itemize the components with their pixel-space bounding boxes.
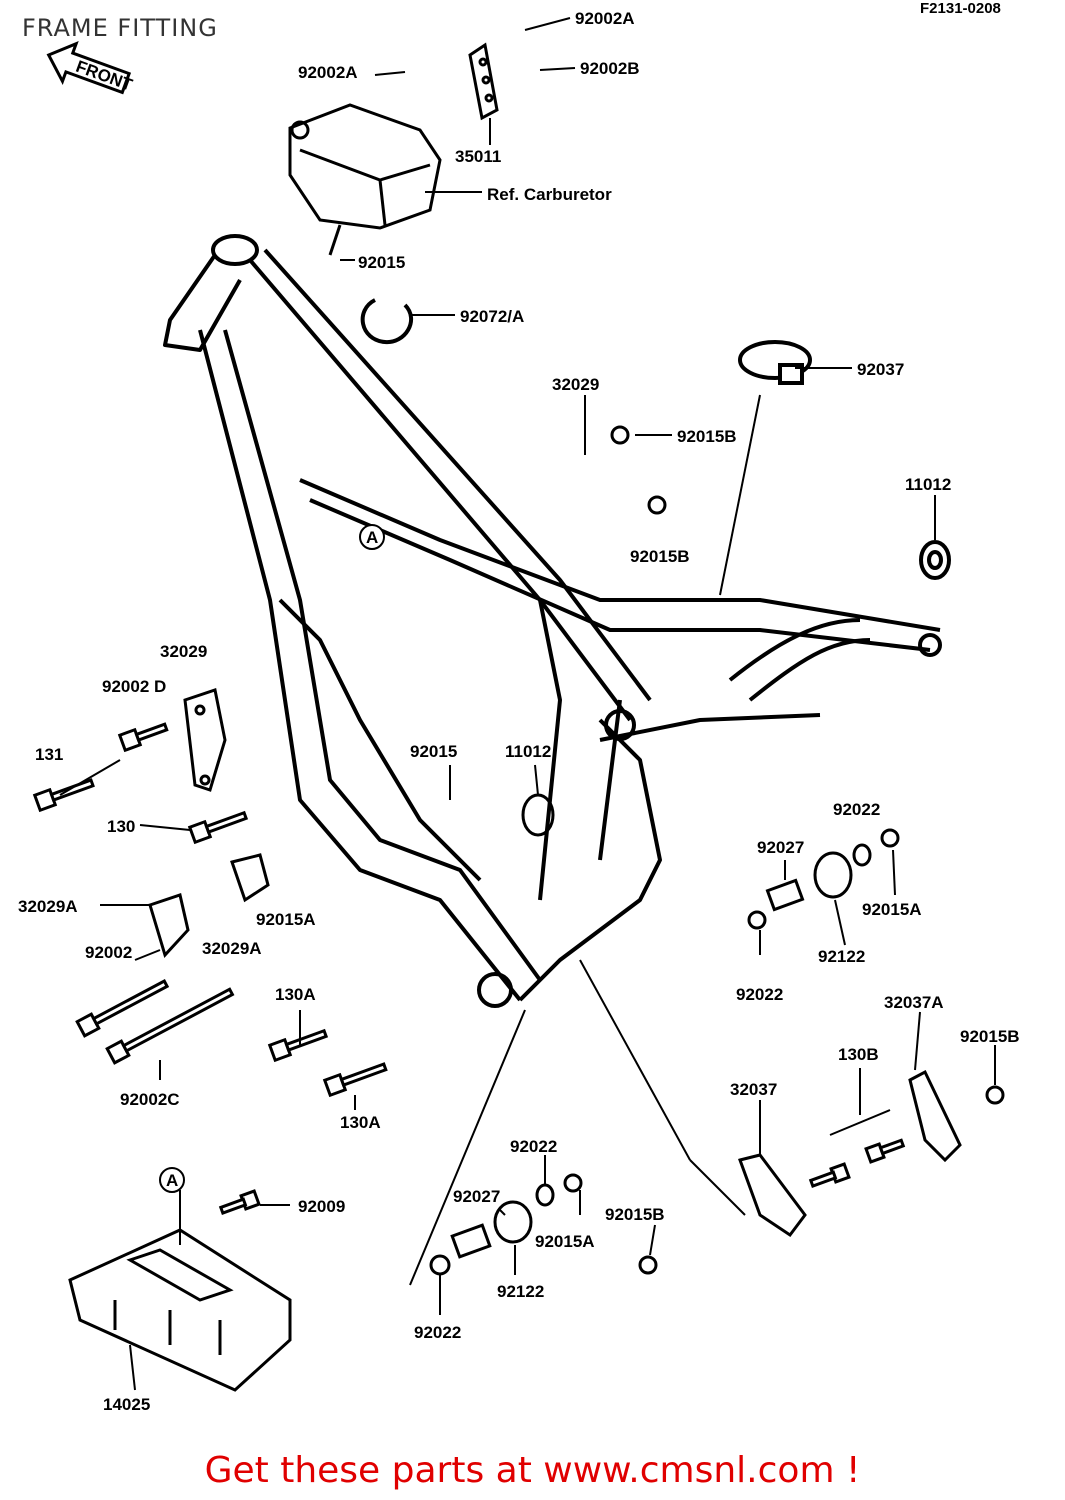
part-label: 130A [275,985,316,1004]
part-label: 92015B [960,1027,1020,1046]
part-label: 92122 [497,1282,544,1301]
part-label: 32029 [160,642,207,661]
bracket-32029A [148,853,270,958]
front-arrow: FRONT [46,41,136,95]
grommet-11012-right [919,540,951,580]
circle-marker-a-lower-label: A [166,1171,178,1190]
clamp-92072A [360,298,413,345]
part-label: 92072/A [460,307,524,326]
circle-marker-a-upper: A [359,524,385,550]
part-label: 92015 [358,253,405,272]
part-label: 92002 [85,943,132,962]
front-arrow-label: FRONT [73,57,135,95]
part-label: 92122 [818,947,865,966]
part-label: 92002A [298,63,358,82]
part-label: 35011 [455,147,501,166]
part-label: 92015 [410,742,457,761]
part-label: 92002 D [102,677,166,696]
part-label: 131 [35,745,63,764]
part-label: 11012 [905,475,951,494]
hardware-lower [218,1173,583,1276]
circle-marker-a-lower: A [159,1167,185,1193]
clamp-92037 [738,340,812,385]
bolts-left [32,722,388,1098]
part-label: 130B [838,1045,879,1064]
part-label: 32037A [884,993,944,1012]
bracket-35011 [468,42,499,121]
part-label: 92002B [580,59,640,78]
part-label: 92015B [605,1205,665,1224]
bracket-32037 [638,1069,1005,1275]
part-label: 32029A [18,897,78,916]
part-label: 130 [107,817,135,836]
page-title: FRAME FITTING [22,14,218,42]
circle-marker-a-upper-label: A [366,528,378,547]
part-label: 92002A [575,9,635,28]
part-label: 92015A [256,910,316,929]
part-label: 92027 [757,838,804,857]
part-label: 92015B [630,547,690,566]
part-labels: 92002A 92002A 92002B 35011 Ref. Carburet… [18,9,1020,1414]
diagram-code: F2131-0208 [920,0,1001,17]
carburetor-cover [288,103,442,256]
parts-cta-link[interactable]: Get these parts at www.cmsnl.com ! [204,1450,861,1491]
hardware-right-upper [610,425,900,930]
part-label: 92027 [453,1187,500,1206]
part-label: 11012 [505,742,551,761]
part-label: 92015A [535,1232,595,1251]
part-label: 92022 [736,985,783,1004]
part-label: 92015B [677,427,737,446]
bolts-130B [808,1138,906,1189]
part-label: 32029 [552,375,599,394]
motorcycle-frame [163,234,942,1008]
part-label: 92022 [414,1323,461,1342]
exploded-diagram: FRONT [18,9,1020,1414]
part-label: 92022 [510,1137,557,1156]
part-label: 92009 [298,1197,345,1216]
part-label: 14025 [103,1395,150,1414]
part-label: Ref. Carburetor [487,185,612,204]
bracket-32029-left [183,688,227,792]
part-label: 130A [340,1113,381,1132]
part-label: 92015A [862,900,922,919]
part-label: 92037 [857,360,904,379]
part-label: 32029A [202,939,262,958]
part-label: 32037 [730,1080,777,1099]
guard-14025 [68,1228,292,1392]
part-label: 92022 [833,800,880,819]
part-label: 92002C [120,1090,180,1109]
leader-lines [59,17,996,1391]
